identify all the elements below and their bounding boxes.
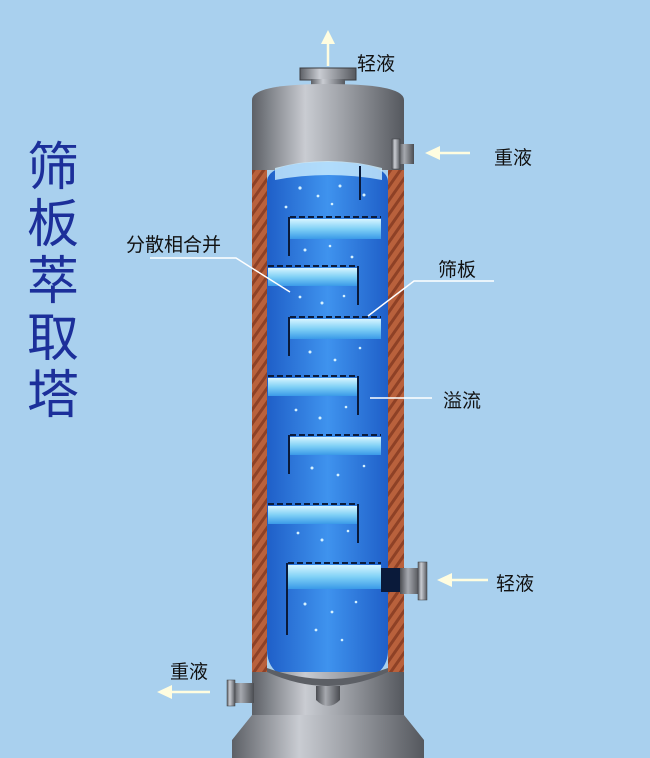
label-bottom-light-inlet: 轻液 (496, 573, 535, 595)
bottom-light-inlet-nozzle (381, 561, 428, 601)
bottom-inlet-arrow (437, 573, 488, 587)
title-char: 板 (26, 195, 79, 255)
bottom-outlet-arrow (157, 685, 210, 699)
label-top-light-outlet: 轻液 (357, 53, 396, 75)
title-char: 取 (26, 309, 79, 369)
dispersion-leader (150, 257, 291, 293)
flow-arrows (157, 30, 488, 699)
sieve-plate-leader (367, 280, 494, 317)
label-sieve-plate: 筛板 (438, 259, 477, 281)
label-bottom-heavy-outlet: 重液 (170, 661, 209, 683)
title-char: 萃 (26, 252, 79, 312)
title-char: 塔 (26, 366, 79, 426)
label-downcomer: 溢流 (443, 390, 482, 412)
bottom-head (232, 668, 424, 758)
right-wall (388, 170, 404, 675)
top-heavy-inlet-nozzle (391, 138, 414, 170)
top-head (252, 84, 404, 170)
sieve-plates (268, 166, 381, 635)
leader-lines (150, 257, 494, 399)
page-title: 筛板萃取塔 (22, 140, 84, 425)
top-outlet-arrow (321, 30, 335, 66)
title-char: 筛 (26, 138, 79, 198)
droplets (284, 184, 366, 642)
left-wall (252, 170, 267, 675)
top-inlet-arrow (425, 146, 470, 160)
bottom-heavy-outlet-nozzle (226, 679, 254, 707)
label-top-heavy-inlet: 重液 (494, 147, 533, 169)
label-dispersion-coalescence: 分散相合并 (126, 234, 222, 256)
dispersed-phase-layers (268, 219, 381, 589)
column-liquid (267, 161, 388, 685)
